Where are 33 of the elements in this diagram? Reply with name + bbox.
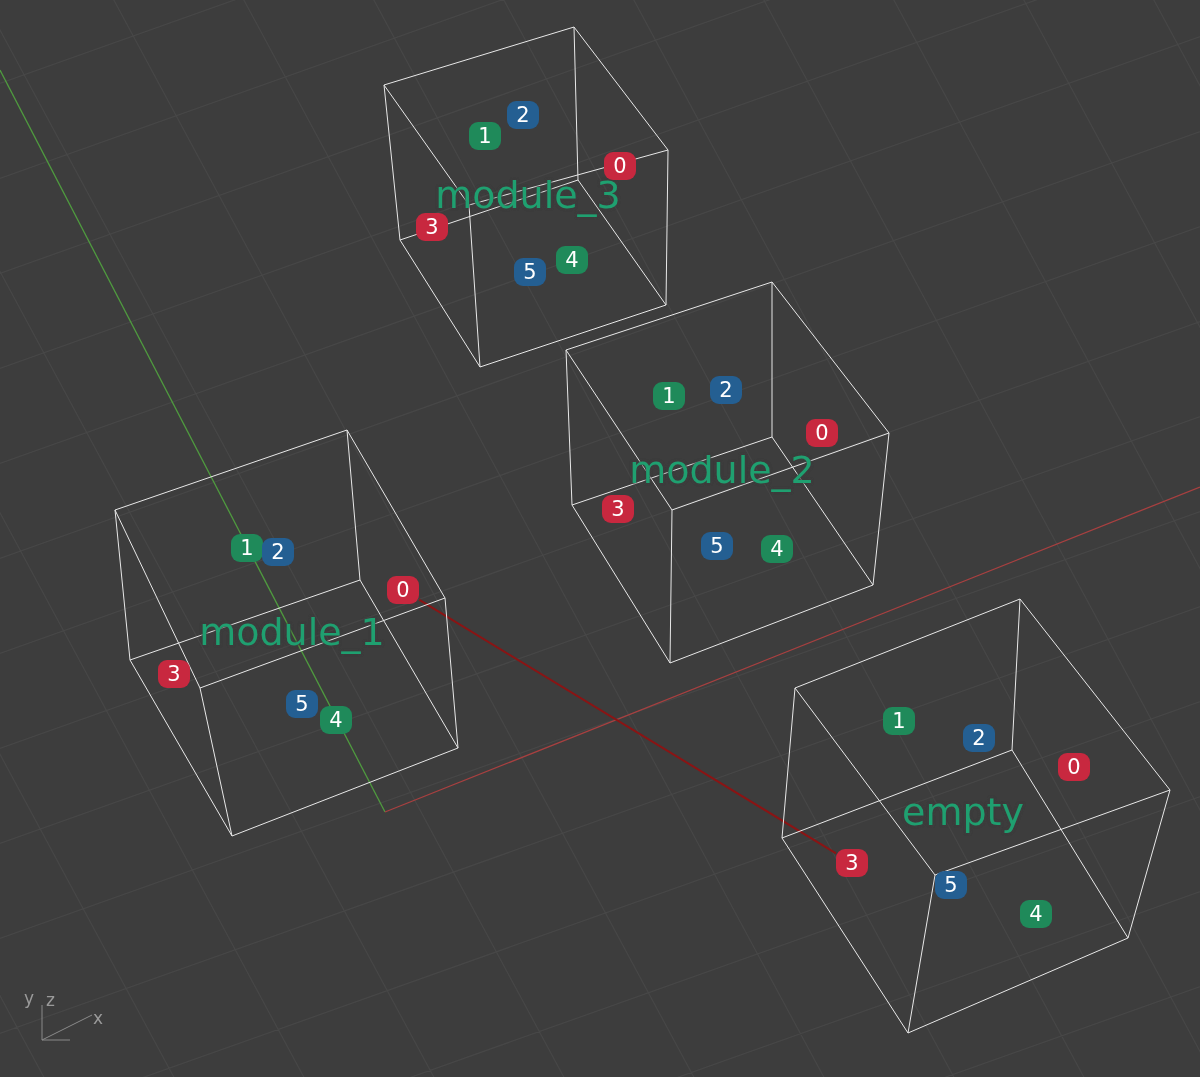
face-index-badge: 5	[286, 690, 318, 718]
face-index-badge: 2	[963, 724, 995, 752]
face-index-badge: 0	[604, 152, 636, 180]
connector-line	[418, 598, 837, 855]
face-index-badge: 0	[387, 576, 419, 604]
face-index-badge: 0	[1058, 753, 1090, 781]
face-index-badge: 0	[806, 419, 838, 447]
wireframe-cube	[566, 282, 889, 663]
face-index-badge: 4	[761, 535, 793, 563]
face-index-badge: 5	[514, 258, 546, 286]
face-index-badge: 1	[469, 122, 501, 150]
face-index-badge: 3	[158, 660, 190, 688]
face-index-badge: 2	[262, 538, 294, 566]
object-label: empty	[902, 793, 1024, 831]
axis-label: x	[93, 1010, 104, 1027]
face-index-badge: 1	[653, 382, 685, 410]
wireframe-cube	[384, 27, 668, 367]
axis-label: y	[24, 990, 35, 1007]
face-index-badge: 5	[935, 871, 967, 899]
face-index-badge: 1	[231, 534, 263, 562]
face-index-badge: 3	[602, 495, 634, 523]
face-index-badge: 3	[416, 213, 448, 241]
wireframe-cube	[782, 599, 1170, 1033]
face-index-badge: 3	[836, 849, 868, 877]
face-index-badge: 4	[1020, 900, 1052, 928]
face-index-badge: 1	[883, 707, 915, 735]
axis-label: z	[46, 992, 55, 1009]
face-index-badge: 2	[710, 376, 742, 404]
wireframe-cube	[115, 430, 458, 836]
face-index-badge: 4	[320, 706, 352, 734]
face-index-badge: 5	[701, 532, 733, 560]
face-index-badge: 2	[507, 101, 539, 129]
face-index-badge: 4	[556, 246, 588, 274]
